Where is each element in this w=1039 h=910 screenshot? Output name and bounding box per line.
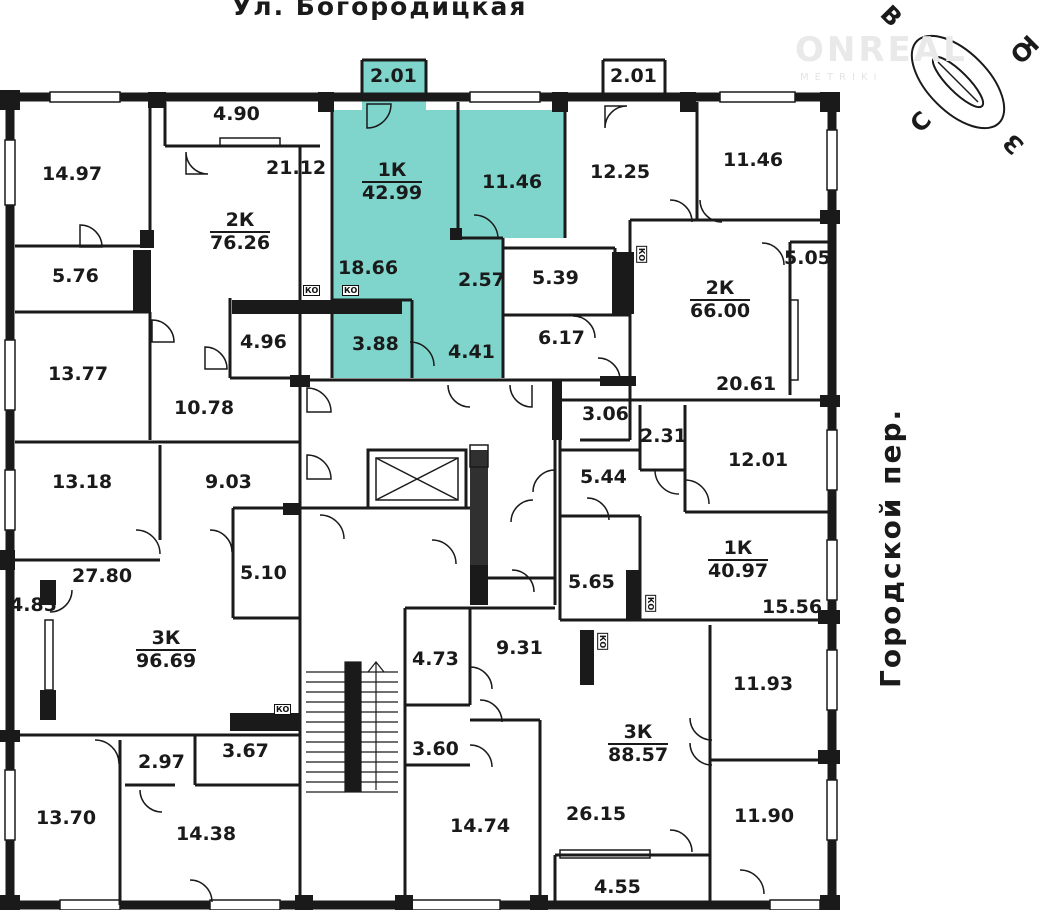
room-area: 13.18 [52, 471, 113, 493]
apartment-label[interactable]: 3К 96.69 [136, 628, 197, 672]
room-area: 2.31 [640, 425, 687, 447]
room-area: 5.10 [240, 562, 287, 584]
ko-marker: КО [636, 245, 648, 264]
room-area: 12.01 [728, 449, 789, 471]
apartment-label[interactable]: 1К 42.99 [362, 160, 423, 204]
room-area: 4.90 [213, 103, 260, 125]
apartment-label[interactable]: 1К 40.97 [708, 538, 769, 582]
staircase [306, 661, 398, 793]
ko-marker: КО [645, 594, 657, 613]
room-area: 12.25 [590, 161, 651, 183]
room-area: 15.56 [762, 596, 823, 618]
apartment-type: 3К [608, 722, 669, 745]
room-area: 21.12 [266, 157, 327, 179]
apartment-label[interactable]: 2К 66.00 [690, 278, 751, 322]
room-area: 3.06 [582, 403, 629, 425]
room-area: 9.31 [496, 637, 543, 659]
compass-graphic [910, 34, 1006, 130]
room-area: 3.88 [352, 333, 399, 355]
room-area: 14.74 [450, 815, 511, 837]
apartment-area: 76.26 [210, 232, 271, 254]
room-area: 2.01 [610, 65, 657, 87]
room-area: 13.70 [36, 807, 97, 829]
room-area: 6.17 [538, 327, 585, 349]
ko-marker: КО [303, 285, 321, 296]
apartment-area: 88.57 [608, 744, 669, 766]
watermark-sub: METRIKI [800, 72, 883, 83]
room-area: 2.57 [458, 269, 505, 291]
room-area: 4.41 [448, 341, 495, 363]
apartment-area: 42.99 [362, 182, 423, 204]
room-area: 14.97 [42, 163, 103, 185]
apartment-area: 96.69 [136, 650, 197, 672]
room-area: 11.93 [733, 673, 794, 695]
room-area: 4.55 [594, 876, 641, 898]
room-area: 18.66 [338, 257, 399, 279]
elevator-shaft [366, 444, 489, 568]
apartment-type: 1К [708, 538, 769, 561]
room-area: 4.85 [10, 594, 57, 616]
room-area: 27.80 [72, 565, 133, 587]
room-area: 9.03 [205, 471, 252, 493]
room-area: 14.38 [176, 823, 237, 845]
ko-marker: КО [274, 704, 292, 715]
room-area: 20.61 [716, 373, 777, 395]
room-area: 3.60 [412, 738, 459, 760]
apartment-area: 66.00 [690, 300, 751, 322]
apartment-type: 3К [136, 628, 197, 651]
room-area: 4.96 [240, 331, 287, 353]
room-area: 2.01 [370, 65, 417, 87]
room-area: 26.15 [566, 803, 627, 825]
room-area: 5.39 [532, 267, 579, 289]
room-area: 4.73 [412, 648, 459, 670]
apartment-label[interactable]: 2К 76.26 [210, 210, 271, 254]
apartment-area: 40.97 [708, 560, 769, 582]
interior-walls [15, 58, 832, 905]
room-area: 2.97 [138, 751, 185, 773]
room-area: 5.76 [52, 265, 99, 287]
apartment-type: 2К [690, 278, 751, 301]
watermark-brand: ONREAL [795, 30, 968, 70]
room-area: 5.65 [568, 571, 615, 593]
ko-marker: КО [597, 632, 609, 651]
street-right-label: Городской пер. [874, 407, 907, 688]
apartment-label[interactable]: 3К 88.57 [608, 722, 669, 766]
street-top-label: Ул. Богородицкая [232, 0, 528, 21]
apartment-type: 2К [210, 210, 271, 233]
room-area: 5.44 [580, 466, 627, 488]
room-area: 5.05 [784, 247, 831, 269]
room-area: 11.46 [482, 171, 543, 193]
apartment-type: 1К [362, 160, 423, 183]
room-area: 11.46 [723, 149, 784, 171]
ko-marker: КО [342, 285, 360, 296]
door-swings [49, 103, 785, 903]
room-area: 13.77 [48, 363, 109, 385]
wall-columns [0, 90, 840, 910]
room-area: 3.67 [222, 740, 269, 762]
room-area: 10.78 [174, 397, 235, 419]
room-area: 11.90 [734, 805, 795, 827]
